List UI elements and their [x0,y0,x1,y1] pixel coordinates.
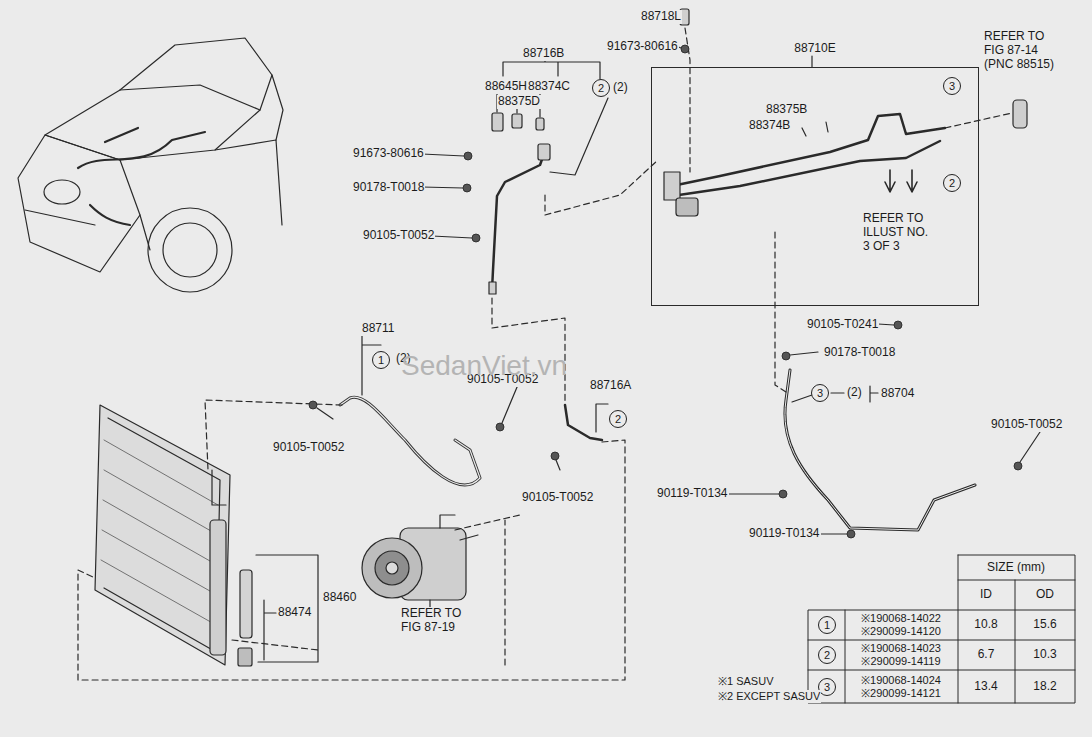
part-label: 88374B [748,119,791,133]
part-label: 90105-T0052 [990,418,1063,432]
part-label: 88374C [527,80,571,94]
callout-circle: 3 [943,77,961,95]
callout-circle: 1 [372,351,390,369]
watermark: SedanViet.vn [400,350,568,382]
part-label: 90178-T0018 [823,346,896,360]
part-label: 90119-T0134 [656,487,729,501]
part-label: 88716A [589,379,632,393]
part-label: 88645H [484,80,528,94]
part-label: 90178-T0018 [352,181,425,195]
callout-number: 2 [949,178,955,189]
box-heading: 88710E [652,41,978,55]
callout-circle: 2 [943,174,961,192]
part-label: ※190068-14023 ※290099-14119 [846,642,956,667]
part-label: 90119-T0134 [748,527,821,541]
part-label: 88474 [277,606,312,620]
part-label: 90105-T0052 [362,229,435,243]
part-label: 88711 [361,322,395,336]
part-label: ※190068-14022 ※290099-14120 [846,612,956,637]
part-label: ※190068-14024 ※290099-14121 [846,674,956,699]
part-label: 10.8 [973,618,998,632]
part-label: 91673-80616 [352,147,425,161]
callout-circle: 1 [818,616,836,634]
part-label: 18.2 [1032,680,1057,694]
part-label: ※1 SASUV [717,675,774,688]
part-label: (2) [612,81,629,95]
callout-number: 1 [824,620,830,631]
part-label: 15.6 [1032,618,1057,632]
part-label: ID [979,588,993,602]
callout-number: 2 [615,414,621,425]
part-label: ※2 EXCEPT SASUV [717,690,821,703]
part-label: REFER TO ILLUST NO. 3 OF 3 [862,212,930,253]
callout-circle: 2 [609,410,627,428]
part-label: 90105-T0052 [272,441,345,455]
part-label: 88375B [765,103,808,117]
part-number: 88710E [792,41,837,55]
part-label: 88460 [322,591,357,605]
part-label: 88718L [640,10,682,24]
callout-number: 3 [824,682,830,693]
part-label: 6.7 [977,648,996,662]
part-label: 90105-T0241 [806,318,879,332]
part-label: OD [1035,588,1055,602]
callout-circle: 2 [592,79,610,97]
callout-number: 3 [817,388,823,399]
callout-number: 3 [949,81,955,92]
part-label: 88716B [522,47,565,61]
callout-circle: 2 [818,646,836,664]
part-label: 88704 [880,387,915,401]
part-label: 90105-T0052 [521,491,594,505]
part-label: REFER TO FIG 87-19 [400,607,466,635]
callout-number: 2 [598,83,604,94]
part-label: 91673-80616 [606,40,679,54]
callout-circle: 3 [811,384,829,402]
part-label: 10.3 [1032,648,1057,662]
assembly-box: 88710E32 [651,67,979,306]
callout-number: 1 [378,355,384,366]
part-label: SIZE (mm) [986,561,1046,575]
part-label: REFER TO FIG 87-14 (PNC 88515) [983,30,1065,71]
part-label: (2) [846,386,863,400]
callout-number: 2 [824,650,830,661]
part-label: 13.4 [973,680,998,694]
part-label: 88375D [497,95,541,109]
